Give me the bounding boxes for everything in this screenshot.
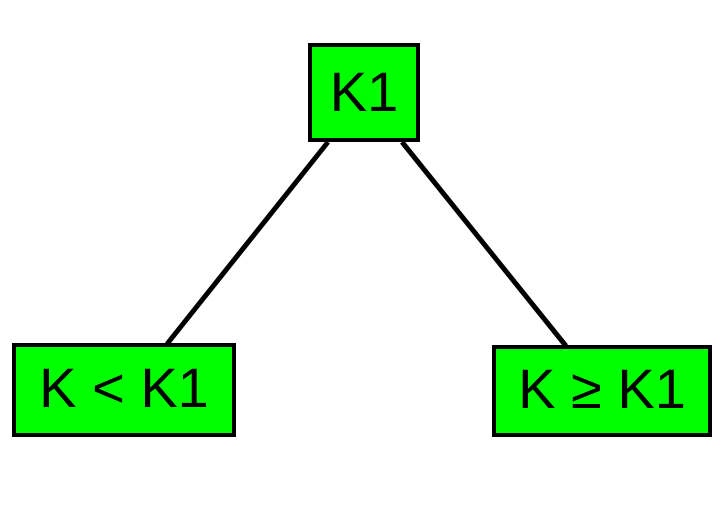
- node-left-less-than[interactable]: K < K1: [12, 343, 236, 437]
- node-left-label: K < K1: [39, 356, 209, 419]
- node-root-k1[interactable]: K1: [308, 43, 420, 142]
- edge-root-to-right: [400, 140, 568, 348]
- edge-root-to-left: [165, 140, 330, 346]
- node-root-label: K1: [329, 59, 399, 123]
- node-right-greater-equal[interactable]: K ≥ K1: [492, 345, 712, 437]
- node-right-label: K ≥ K1: [518, 357, 686, 420]
